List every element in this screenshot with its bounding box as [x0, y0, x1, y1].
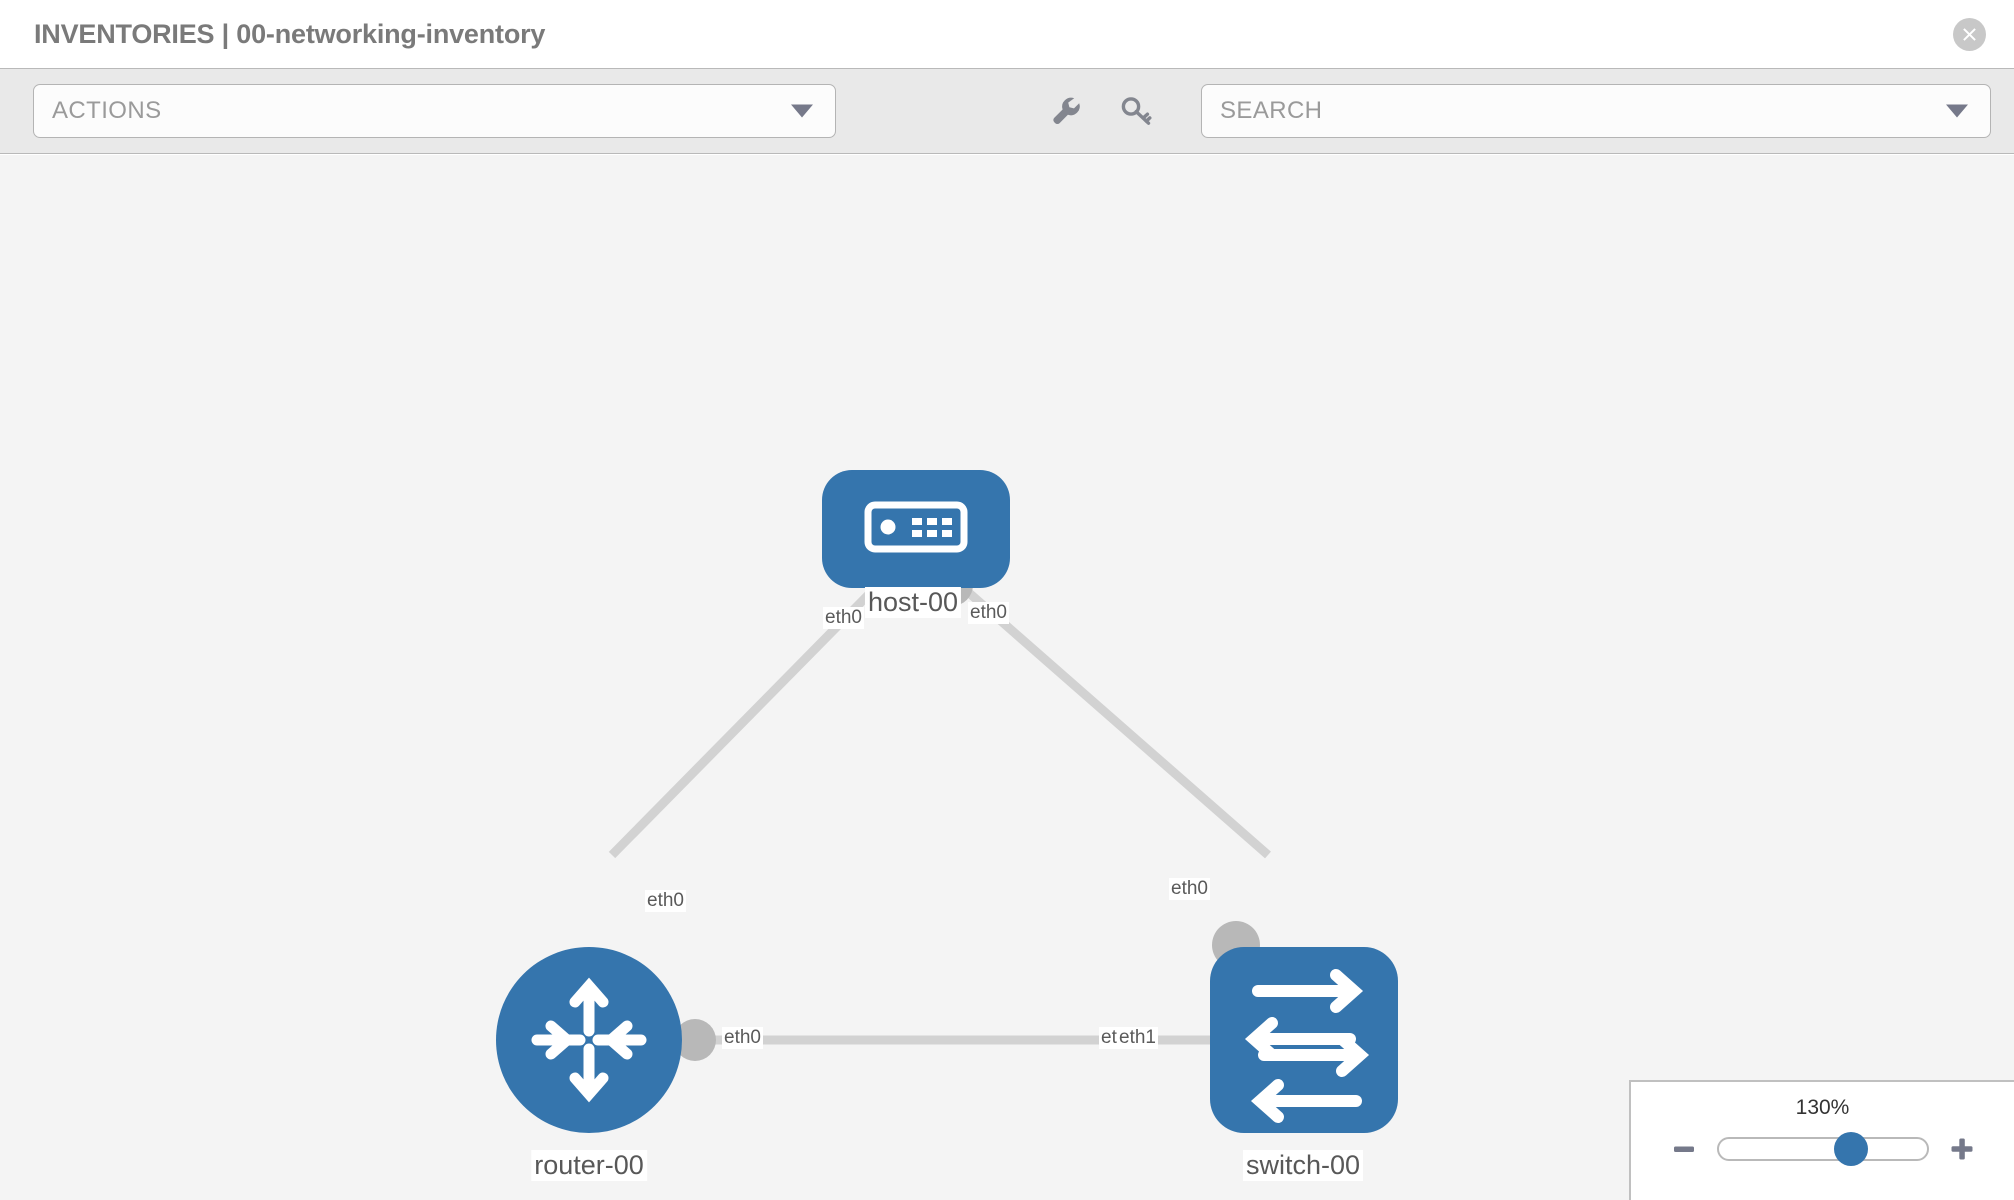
iface-label-switch-uplink: eth0 [1169, 878, 1210, 900]
key-glyph [1121, 97, 1152, 125]
toolbar: ACTIONS SEARCH [0, 68, 2014, 154]
key-icon[interactable] [1116, 91, 1156, 131]
zoom-panel: 130% [1629, 1080, 2014, 1200]
switch-arrows-icon [1244, 969, 1370, 1123]
iface-label-switch-eth1: eth1 [1117, 1027, 1158, 1049]
zoom-out-button[interactable] [1669, 1134, 1699, 1164]
link-host-switch[interactable] [957, 581, 1271, 859]
link-host-router[interactable] [608, 581, 882, 859]
chevron-down-icon [791, 104, 813, 118]
node-label-router-00: router-00 [531, 1150, 647, 1181]
minus-icon [1673, 1146, 1694, 1152]
wrench-icon[interactable] [1046, 91, 1086, 131]
iface-label-router-eth0: eth0 [722, 1027, 763, 1049]
zoom-in-button[interactable] [1947, 1134, 1977, 1164]
node-label-switch-00: switch-00 [1242, 1150, 1364, 1181]
page-header: INVENTORIES | 00-networking-inventory [0, 0, 2014, 68]
iface-label-host-left: eth0 [823, 607, 864, 629]
zoom-level-value: 130% [1795, 1096, 1850, 1119]
wrench-glyph [1053, 97, 1080, 125]
topology-graph [496, 470, 1398, 1133]
search-chevron-down-icon[interactable] [1946, 104, 1968, 118]
topology-connectors [674, 564, 1260, 1061]
close-icon[interactable] [1953, 18, 1986, 51]
server-icon [864, 501, 968, 553]
node-label-host-00: host-00 [864, 587, 962, 618]
actions-dropdown-label: ACTIONS [52, 97, 162, 124]
plus-icon [1951, 1138, 1972, 1160]
toolbar-icon-group [1046, 91, 1156, 131]
zoom-slider[interactable] [1716, 1132, 1929, 1166]
topology-canvas[interactable]: host-00 router-00 switch-00 eth0 eth0 et… [0, 155, 2014, 1200]
host-node-shape[interactable] [822, 470, 1010, 588]
search-input[interactable]: SEARCH [1201, 84, 1991, 138]
actions-dropdown[interactable]: ACTIONS [33, 84, 836, 138]
iface-label-host-right: eth0 [968, 602, 1009, 624]
iface-label-router-uplink: eth0 [645, 890, 686, 912]
zoom-slider-thumb[interactable] [1833, 1132, 1868, 1166]
node-host-00[interactable] [822, 470, 1010, 588]
page-title: INVENTORIES | 00-networking-inventory [34, 18, 546, 49]
zoom-controls [1631, 1132, 2014, 1166]
node-router-00[interactable] [496, 947, 682, 1133]
router-node-shape[interactable] [496, 947, 682, 1133]
node-switch-00[interactable] [1210, 947, 1398, 1133]
topology-links [608, 581, 1271, 1045]
connector-router-right[interactable] [674, 1019, 716, 1061]
close-x-glyph [1963, 28, 1976, 41]
router-arrows-icon [531, 977, 647, 1103]
search-placeholder: SEARCH [1220, 97, 1323, 124]
